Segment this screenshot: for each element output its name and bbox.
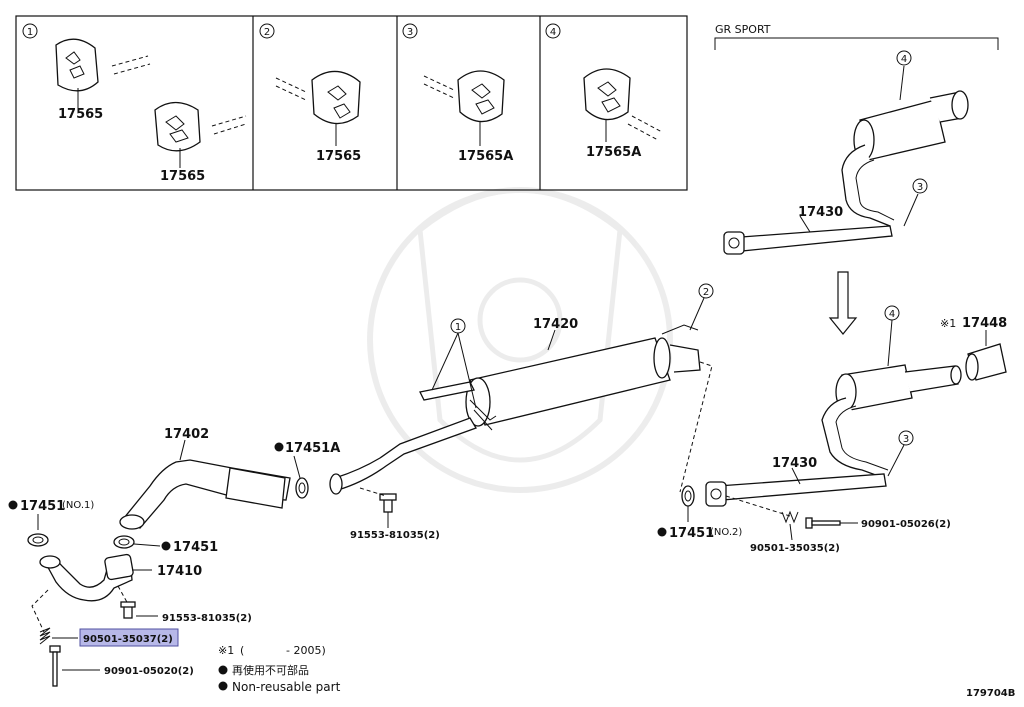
callout-4: 4	[901, 54, 907, 65]
spring-icon	[39, 627, 51, 645]
fastener-label-91553-a: 91553-81035(2)	[350, 530, 440, 541]
gr-sport-section: GR SPORT 17430 4 3	[714, 23, 999, 255]
gr-sport-title: GR SPORT	[715, 23, 771, 36]
non-reusable-dot	[218, 681, 228, 691]
non-reusable-dot	[218, 665, 228, 675]
legend: ※1 ( - 2005) 再使用不可部品 Non-reusable part	[218, 644, 341, 694]
part-label-17451A: 17451A	[285, 441, 340, 456]
intermediate-pipe	[334, 417, 477, 491]
bolt-icon	[120, 601, 136, 619]
figure-id: 179704B	[966, 688, 1015, 699]
inset-panel-2: 2 17565	[259, 23, 361, 164]
part-label-17451-no1: 17451	[20, 499, 65, 514]
part-label-17420: 17420	[533, 317, 578, 332]
callout-circle	[912, 178, 928, 194]
gasket-icon	[681, 485, 695, 507]
gasket-icon	[295, 477, 309, 499]
legend-note-range: - 2005)	[286, 644, 326, 657]
inset-panel-4: 4 17565A	[545, 23, 663, 160]
flange-icon	[723, 231, 745, 255]
inset-panel-1: 1 17565 17565	[22, 23, 247, 184]
down-arrow-icon	[828, 271, 858, 335]
fastener-label-90501-35037: 90501-35037(2)	[83, 634, 173, 645]
part-label-17565: 17565	[160, 169, 205, 184]
panel-number: 2	[264, 27, 270, 38]
center-muffler-17420	[419, 324, 701, 431]
legend-non-reusable-jp: 再使用不可部品	[232, 663, 309, 677]
panel-number-circle	[22, 23, 38, 39]
part-label-17410: 17410	[157, 564, 202, 579]
callout-2: 2	[703, 287, 709, 298]
fastener-label-90901-05020: 90901-05020(2)	[104, 666, 194, 677]
front-pipe-17410	[39, 553, 134, 602]
gr-sport-muffler	[853, 90, 969, 161]
callout-circle	[898, 430, 914, 446]
long-bolt-icon	[49, 645, 61, 687]
callout-circle	[698, 283, 714, 299]
inset-box	[15, 15, 688, 191]
callout-1: 1	[455, 322, 461, 333]
rubber-hanger-icon	[311, 70, 361, 125]
part-label-17565A: 17565A	[458, 149, 513, 164]
highlight-box	[79, 628, 179, 647]
panel-number-circle	[402, 23, 418, 39]
callout-3: 3	[917, 182, 923, 193]
panel-number-circle	[545, 23, 561, 39]
bolt-icon	[379, 493, 397, 513]
part-label-17402: 17402	[164, 427, 209, 442]
part-label-17565: 17565	[316, 149, 361, 164]
tail-pipe-17430	[705, 364, 962, 507]
inset-panel-3: 3 17565A	[402, 23, 513, 164]
rubber-hanger-icon	[583, 68, 631, 121]
fastener-label-90901-05026: 90901-05026(2)	[861, 519, 951, 530]
legend-note-open: (	[240, 644, 244, 657]
legend-non-reusable-en: Non-reusable part	[232, 680, 341, 694]
legend-note-mark: ※1	[218, 644, 234, 657]
part-label-17430: 17430	[772, 456, 817, 471]
spring-icon	[781, 510, 799, 524]
panel-number: 1	[27, 27, 33, 38]
part-label-17565A: 17565A	[586, 145, 641, 160]
part-label-17565: 17565	[58, 107, 103, 122]
part-label-17451-no1-suffix: (NO.1)	[62, 500, 94, 511]
part-label-17448: 17448	[962, 316, 1007, 331]
panel-number: 3	[407, 27, 413, 38]
panel-number-circle	[259, 23, 275, 39]
callout-circle	[450, 318, 466, 334]
exhaust-pipe-17402	[119, 439, 291, 530]
part-label-17430-gr: 17430	[798, 205, 843, 220]
non-reusable-dot	[161, 541, 171, 551]
non-reusable-dot	[657, 527, 667, 537]
tail-tip-17448	[965, 343, 1007, 381]
rubber-hanger-icon	[154, 101, 201, 152]
long-bolt-icon	[805, 517, 841, 529]
gasket-icon	[27, 533, 49, 547]
part-mark-17448: ※1	[940, 317, 956, 330]
rubber-hanger-icon	[457, 70, 505, 123]
part-label-17451-no2: 17451	[669, 526, 714, 541]
non-reusable-dot	[274, 442, 284, 452]
part-label-17451: 17451	[173, 540, 218, 555]
fastener-label-90501-35035: 90501-35035(2)	[750, 543, 840, 554]
gasket-icon	[113, 535, 135, 549]
fastener-label-91553-b: 91553-81035(2)	[162, 613, 252, 624]
callout-3: 3	[903, 434, 909, 445]
callout-circle	[884, 305, 900, 321]
flange-icon	[705, 481, 727, 507]
callout-4: 4	[889, 309, 895, 320]
panel-number: 4	[550, 27, 556, 38]
non-reusable-dot	[8, 500, 18, 510]
rubber-hanger-icon	[55, 38, 99, 92]
callout-circle	[896, 50, 912, 66]
part-label-17451-no2-suffix: (NO.2)	[710, 527, 742, 538]
